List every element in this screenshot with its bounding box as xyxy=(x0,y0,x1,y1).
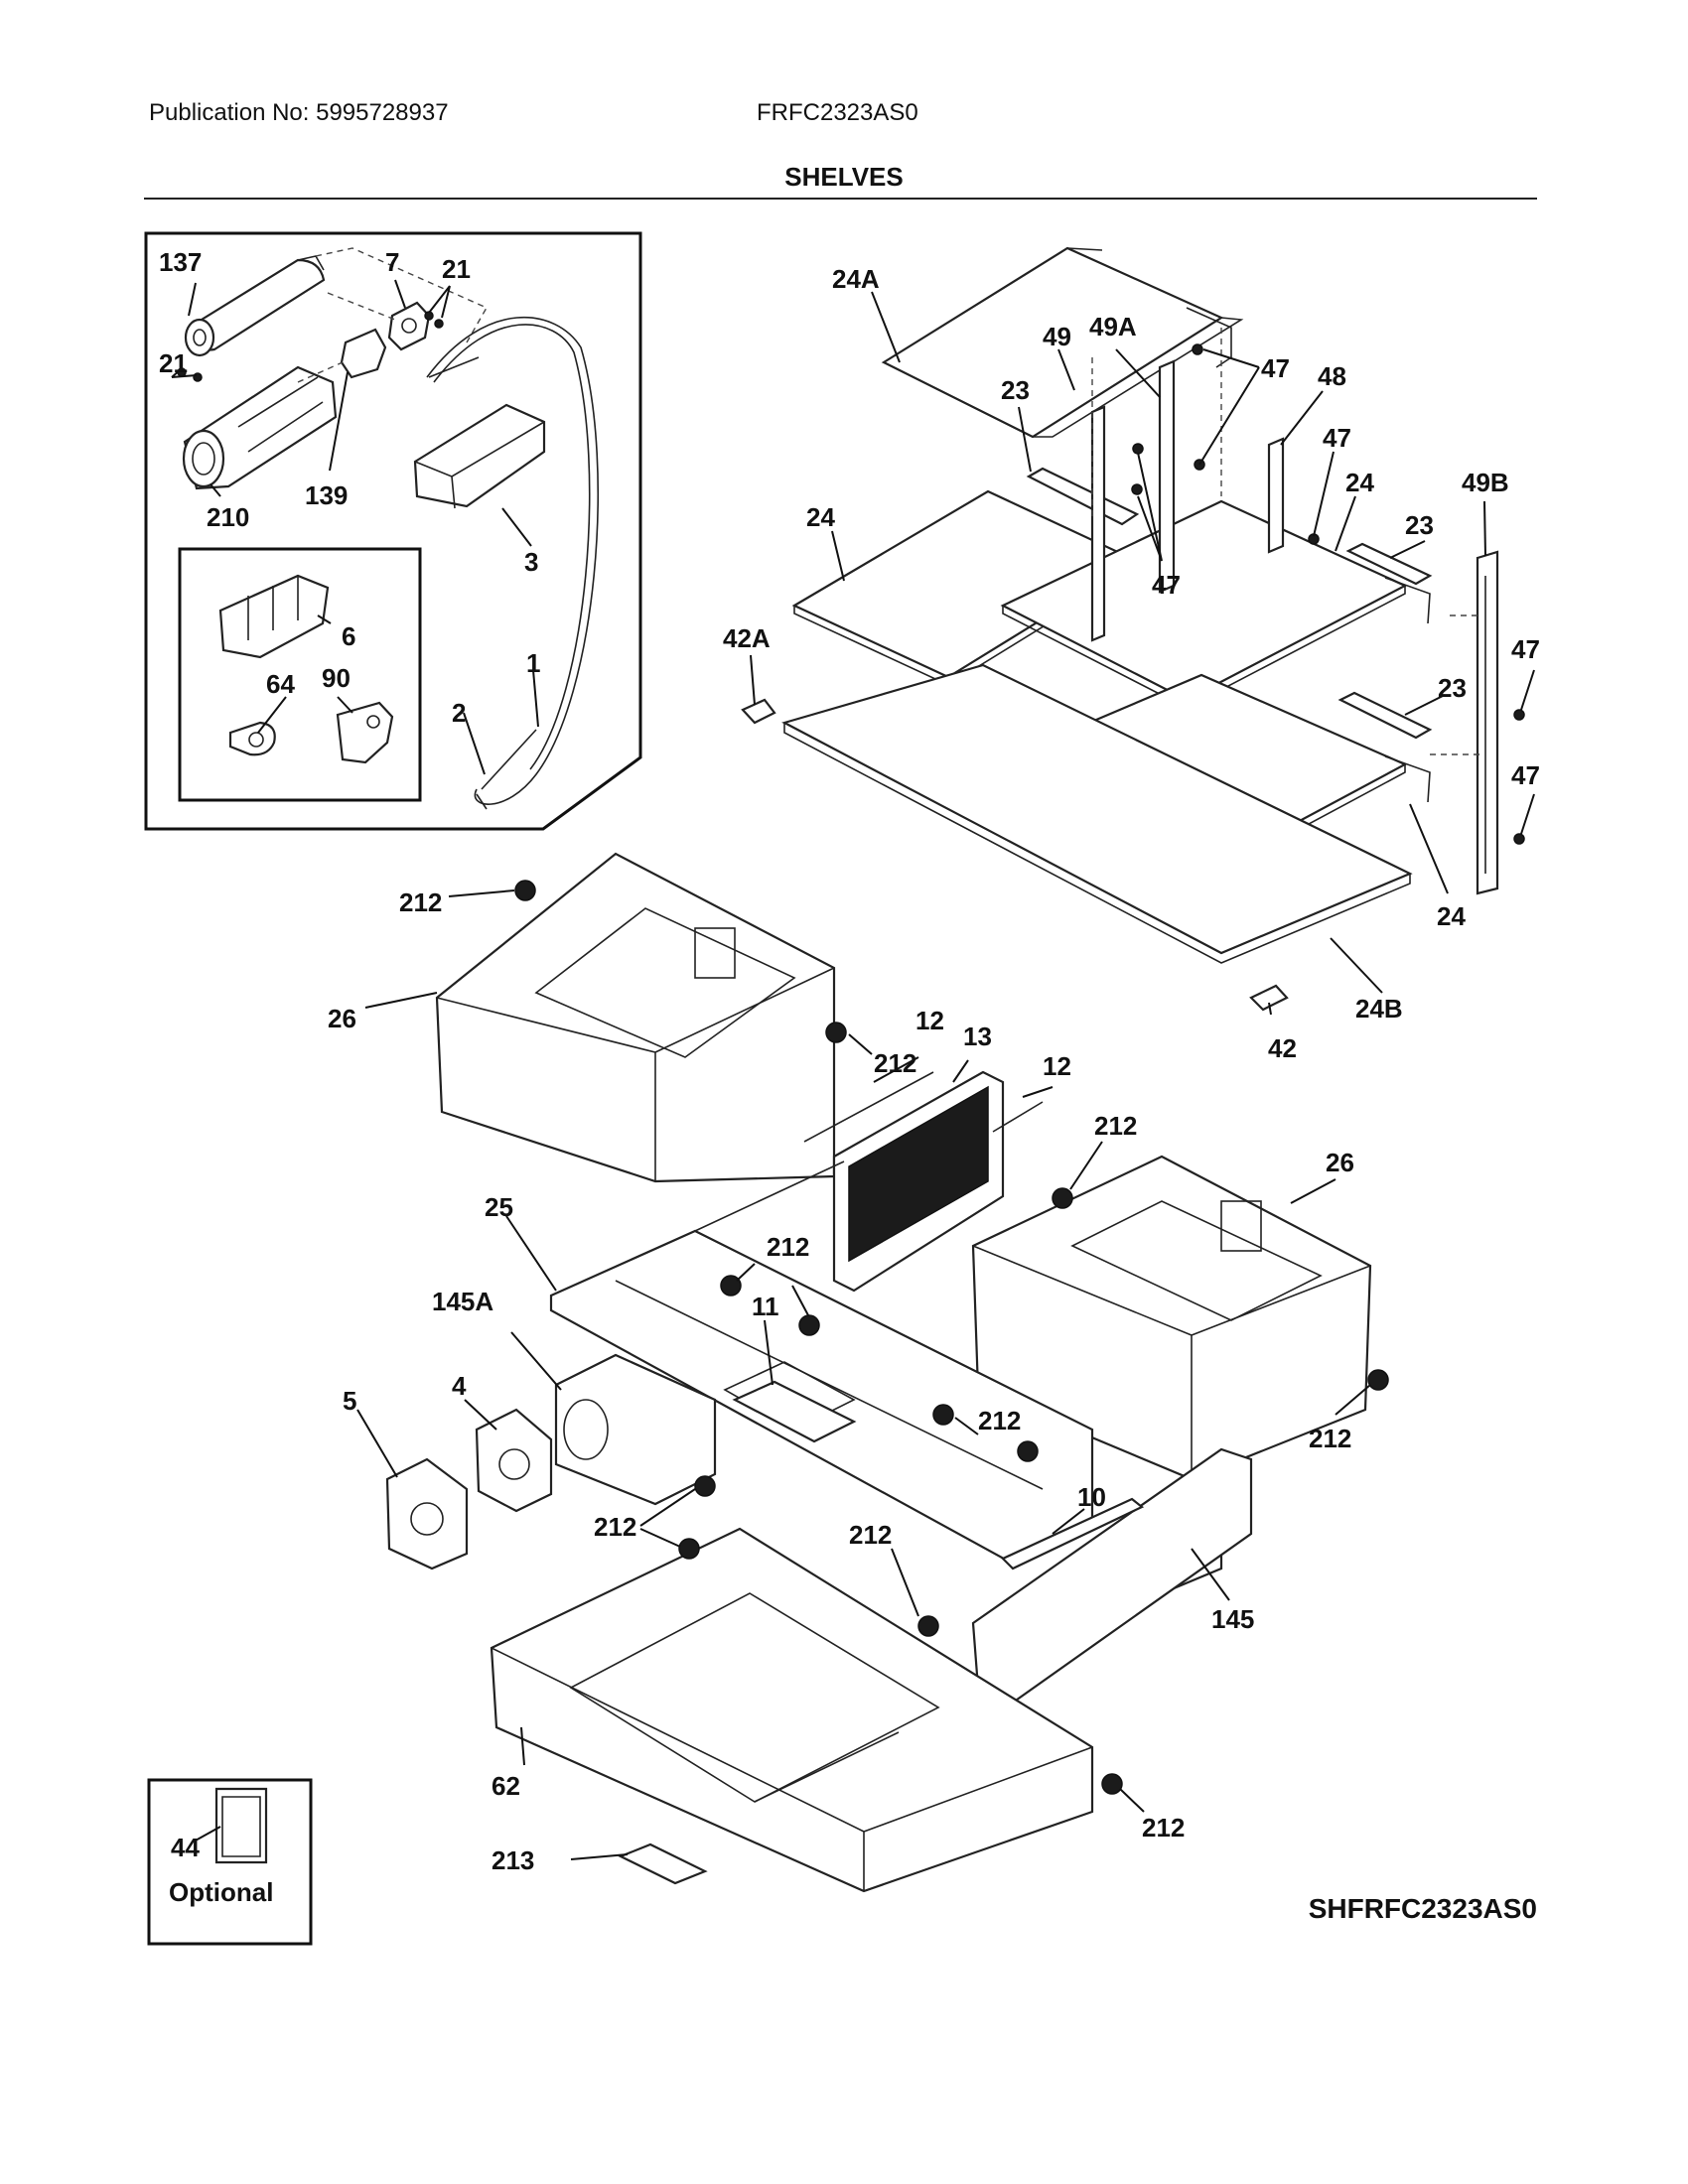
filter-parts-sub-inset xyxy=(178,547,422,802)
callout-3: 3 xyxy=(524,547,538,577)
callout-212: 212 xyxy=(874,1048,916,1078)
callout-139: 139 xyxy=(305,480,348,510)
optional-label: Optional xyxy=(169,1877,273,1907)
callout-24: 24 xyxy=(1437,901,1466,931)
part-47-screws xyxy=(1131,343,1525,845)
callout-212: 212 xyxy=(849,1520,892,1550)
callout-1: 1 xyxy=(526,648,540,678)
callout-21: 21 xyxy=(159,348,188,378)
callout-42: 42 xyxy=(1268,1033,1297,1063)
header-divider xyxy=(144,198,1537,200)
callout-212: 212 xyxy=(767,1232,809,1262)
callout-2: 2 xyxy=(452,698,466,728)
part-145A-assembly xyxy=(554,1353,717,1506)
model-number: FRFC2323AS0 xyxy=(757,99,918,126)
part-6-bracket xyxy=(218,574,330,659)
callout-21: 21 xyxy=(442,254,471,284)
callout-42A: 42A xyxy=(723,623,771,653)
drawer-62-freezer xyxy=(490,1527,1094,1893)
part-49-49A-48-brackets xyxy=(1090,359,1285,642)
optional-part-inset xyxy=(147,1778,313,1946)
callout-47: 47 xyxy=(1511,760,1540,790)
callout-47: 47 xyxy=(1261,353,1290,383)
callout-48: 48 xyxy=(1318,361,1346,391)
part-5-part-4-covers xyxy=(385,1408,553,1570)
callout-62: 62 xyxy=(492,1771,520,1801)
part-3-cover xyxy=(413,403,546,509)
publication-number: Publication No: 5995728937 xyxy=(149,99,449,126)
callout-145: 145 xyxy=(1211,1604,1254,1634)
callout-4: 4 xyxy=(452,1371,467,1401)
part-64-clamp xyxy=(228,721,276,756)
part-42-42A-supports xyxy=(741,698,1289,1012)
callout-47: 47 xyxy=(1511,634,1540,664)
shelf-24A xyxy=(881,246,1244,439)
callout-210: 210 xyxy=(207,502,249,532)
leader-lines xyxy=(171,279,1535,1860)
part-49B-rail xyxy=(1476,550,1499,895)
part-90-clip xyxy=(336,701,394,764)
part-145-assembly xyxy=(971,1447,1253,1705)
callout-212: 212 xyxy=(978,1406,1021,1435)
part-10-rail xyxy=(1001,1497,1145,1570)
callout-labels: 137 7 21 21 210 139 3 6 64 90 2 1 24A 49… xyxy=(159,247,1540,1907)
callout-7: 7 xyxy=(385,247,399,277)
callout-49: 49 xyxy=(1043,322,1071,351)
part-210-filter-housing xyxy=(182,365,338,490)
part-137-filter-cartridge xyxy=(184,255,326,357)
callout-25: 25 xyxy=(485,1192,513,1222)
callout-213: 213 xyxy=(492,1845,534,1875)
callout-47: 47 xyxy=(1152,570,1181,600)
callout-24: 24 xyxy=(1345,468,1374,497)
part-213-slide xyxy=(618,1843,708,1885)
callout-49A: 49A xyxy=(1089,312,1137,341)
part-7-valve xyxy=(387,301,431,351)
callout-12: 12 xyxy=(1043,1051,1071,1081)
callout-10: 10 xyxy=(1077,1482,1106,1512)
part-1-2-water-tubing xyxy=(426,316,599,810)
diagram-code: SHFRFC2323AS0 xyxy=(1308,1893,1537,1924)
callout-145A: 145A xyxy=(432,1287,493,1316)
callout-5: 5 xyxy=(343,1386,356,1416)
section-title: SHELVES xyxy=(784,162,904,192)
part-23-trims xyxy=(1026,467,1433,740)
callout-212: 212 xyxy=(594,1512,636,1542)
callout-6: 6 xyxy=(342,621,355,651)
callout-49B: 49B xyxy=(1462,468,1509,497)
callout-137: 137 xyxy=(159,247,202,277)
callout-26: 26 xyxy=(1326,1148,1354,1177)
callout-64: 64 xyxy=(266,669,295,699)
callout-212: 212 xyxy=(1142,1813,1185,1843)
callout-12: 12 xyxy=(915,1006,944,1035)
callout-13: 13 xyxy=(963,1022,992,1051)
callout-47: 47 xyxy=(1323,423,1351,453)
callout-23: 23 xyxy=(1001,375,1030,405)
part-139-fitting xyxy=(340,328,387,379)
drawer-26-left xyxy=(435,852,836,1183)
callout-26: 26 xyxy=(328,1004,356,1033)
part-12-rods-13-divider xyxy=(803,1070,1044,1293)
part-212-grommets xyxy=(514,880,1389,1795)
callout-11: 11 xyxy=(752,1292,779,1321)
callout-24A: 24A xyxy=(832,264,880,294)
callout-23: 23 xyxy=(1405,510,1434,540)
callout-212: 212 xyxy=(1309,1424,1351,1453)
shelf-24B xyxy=(781,663,1413,964)
callout-23: 23 xyxy=(1438,673,1467,703)
callout-212: 212 xyxy=(1094,1111,1137,1141)
callout-24B: 24B xyxy=(1355,994,1403,1024)
callout-24: 24 xyxy=(806,502,835,532)
callout-212: 212 xyxy=(399,887,442,917)
part-11-tray xyxy=(732,1380,857,1443)
callout-90: 90 xyxy=(322,663,351,693)
callout-44: 44 xyxy=(171,1833,200,1862)
part-21-screws xyxy=(177,311,444,382)
filter-assembly-inset xyxy=(144,231,642,831)
